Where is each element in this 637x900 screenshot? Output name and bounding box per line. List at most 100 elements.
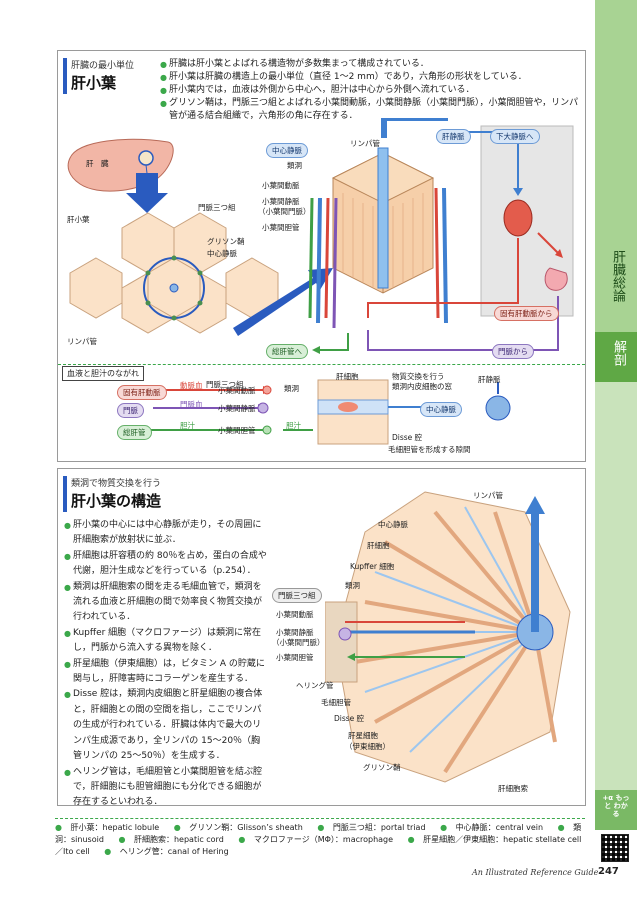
qr-code-icon[interactable] xyxy=(601,834,629,862)
flow-sinusoid-label: 類洞 xyxy=(284,384,299,393)
s2-artery-label: 小葉間動脈 xyxy=(276,610,314,619)
flow-portal-blood: 門脈血 xyxy=(180,400,203,409)
heart-icon xyxy=(503,199,533,237)
sidebar-tab-lower xyxy=(595,382,637,790)
glossary-item: ● 肝細胞索：hepatic cord xyxy=(118,835,224,844)
common-duct-pill: 総肝管へ xyxy=(266,344,308,359)
ivc-pill: 下大静脈へ xyxy=(490,129,540,144)
flow-hepatic-vein: 肝静脈 xyxy=(478,375,501,384)
glossary: ● 肝小葉：hepatic lobule ● グリソン鞘：Glisson’s s… xyxy=(55,822,585,858)
section1-tag: 肝臓の最小単位 xyxy=(71,61,135,71)
flow-window-label-2: 類洞内皮細胞の窓 xyxy=(392,382,452,391)
s2-cord-label: 肝細胞索 xyxy=(498,784,528,793)
section1-bullets: 肝臓は肝小葉とよばれる構造物が多数集まって構成されている． 肝小葉は肝臓の構造上… xyxy=(160,58,580,123)
liver-zoom-circle xyxy=(138,150,154,166)
page-number: 247 xyxy=(598,866,619,877)
s2-hepatocyte-label: 肝細胞 xyxy=(367,541,390,550)
more-info-badge[interactable]: +α もっと わかる xyxy=(602,794,630,818)
portal-triad-box xyxy=(325,601,358,683)
glossary-item: ● 中心静脈：central vein xyxy=(440,823,544,832)
s2-lymph-label: リンパ管 xyxy=(473,491,503,500)
sidebar-tab-active[interactable] xyxy=(595,332,637,382)
list-item: 肝臓は肝小葉とよばれる構造物が多数集まって構成されている． xyxy=(160,58,580,71)
hepatic-artery-from-pill: 固有肝動脈から xyxy=(494,306,559,321)
liver-label: 肝 臓 xyxy=(86,159,109,168)
s2-vein-alt-label: （小葉間門脈） xyxy=(272,638,325,647)
bile-duct-label: 小葉間胆管 xyxy=(262,223,300,232)
glossary-item: ● 類洞：sinusoid xyxy=(55,823,582,844)
hepatic-vein-pill: 肝静脈 xyxy=(436,129,471,144)
lobule-3d-block xyxy=(308,118,448,329)
s2-vein-label: 小葉間静脈 xyxy=(276,628,314,637)
glossary-item: ● 肝星細胞／伊東細胞：hepatic stellate cell／Ito ce… xyxy=(55,835,582,856)
magnify-arrow xyxy=(233,268,333,336)
sidebar-subsection-label[interactable]: 解剖 xyxy=(611,340,626,366)
flow-divider xyxy=(58,364,585,365)
hepatic-vein-tube xyxy=(381,118,448,138)
flow-disse-label: Disse 腔 xyxy=(392,433,423,442)
glossary-item: ● グリソン鞘：Glisson’s sheath xyxy=(173,823,303,832)
s2-disse-label: Disse 腔 xyxy=(334,714,365,723)
list-item: 肝細胞は肝容積の約 80％を占め，蛋白の合成や代謝，胆汁生成などを行っている（p… xyxy=(64,549,268,580)
sinusoid-label: 類洞 xyxy=(287,161,302,170)
flow-bile-duct-label: 小葉間胆管 xyxy=(218,426,256,435)
list-item: グリソン鞘は，門脈三つ組とよばれる小葉間動脈，小葉間静脈（小葉間門脈），小葉間胆… xyxy=(160,97,580,123)
sidebar-section-label[interactable]: 肝臓総論 xyxy=(610,250,625,302)
glossary-divider xyxy=(55,818,585,819)
list-item: 肝小葉の中心には中心静脈が走り，その周囲に肝細胞索が放射状に並ぶ． xyxy=(64,518,268,549)
flow-vein-label: 小葉間静脈 xyxy=(218,404,256,413)
book-title: An Illustrated Reference Guide xyxy=(472,868,599,877)
list-item: 肝小葉内では，血液は外側から中心へ，胆汁は中心から外側へ流れている． xyxy=(160,84,580,97)
flow-heading: 血液と胆汁のながれ xyxy=(62,366,144,381)
s2-bile-duct-label: 小葉間胆管 xyxy=(276,653,314,662)
hexagon-cluster xyxy=(69,212,279,334)
list-item: 肝星細胞（伊東細胞）は，ビタミン A の貯蔵に関与し，肝障害時にコラーゲンを産生… xyxy=(64,657,268,688)
flow-bile: 胆汁 xyxy=(180,421,195,430)
section2-tag: 類洞で物質交換を行う xyxy=(71,479,162,489)
s2-sinusoid-label: 類洞 xyxy=(345,581,360,590)
zoom-down-arrow xyxy=(126,173,168,213)
flow-canaliculus-label: 毛細胆管を形成する隙間 xyxy=(388,445,471,454)
flow-window-label-1: 物質交換を行う xyxy=(392,372,445,381)
title-bar-accent xyxy=(63,58,67,94)
flow-portal-triad-label: 門脈三つ組 xyxy=(206,380,244,389)
list-item: Disse 腔は，類洞内皮細胞と肝星細胞の複合体と，肝細胞との間の空間を指し，こ… xyxy=(64,687,268,764)
intestine-icon xyxy=(544,267,568,291)
glisson-label: グリソン鞘 xyxy=(207,237,245,246)
glossary-item: ● ヘリング管：canal of Hering xyxy=(104,847,229,856)
title-bar-accent-2 xyxy=(63,476,67,512)
section2-title: 肝小葉の構造 xyxy=(71,492,162,510)
list-item: ヘリング管は，毛細胆管と小葉間胆管を結ぶ腔で，肝細胞にも胆管細胞にも分化できる細… xyxy=(64,765,268,811)
s2-hering-label: ヘリング管 xyxy=(296,681,334,690)
flow-central-vein: 中心静脈 xyxy=(420,402,462,417)
s2-central-vein-label: 中心静脈 xyxy=(378,520,408,529)
up-arrow xyxy=(525,496,545,514)
list-item: 類洞は肝細胞索の間を走る毛細血管で，類洞を流れる血液と肝細胞の間で効率良く物質交… xyxy=(64,580,268,626)
glossary-item: ● マクロファージ（MΦ）：macrophage xyxy=(238,835,394,844)
sidebar-tab-top xyxy=(595,0,637,332)
portal-triad-label: 門脈三つ組 xyxy=(198,203,236,212)
central-vein-column xyxy=(377,147,389,289)
s2-canaliculus-label: 毛細胆管 xyxy=(321,698,351,707)
flow-artery-label: 小葉間動脈 xyxy=(218,386,256,395)
flow-common-duct: 総肝管 xyxy=(117,425,152,440)
lymph-top-label: リンパ管 xyxy=(350,139,380,148)
s2-stellate-label: 肝星細胞 xyxy=(348,731,378,740)
portal-triad-dots xyxy=(145,255,203,321)
flow-portal-vein: 門脈 xyxy=(117,403,144,418)
s2-stellate-alt-label: （伊東細胞） xyxy=(345,742,390,751)
flow-proper-artery: 固有肝動脈 xyxy=(117,385,167,400)
lobule-label: 肝小葉 xyxy=(67,215,90,224)
list-item: Kupffer 細胞（マクロファージ）は類洞に常在し，門脈から流入する異物を除く… xyxy=(64,626,268,657)
vein-label: 小葉間静脈 xyxy=(262,197,300,206)
section2-bullets: 肝小葉の中心には中心静脈が走り，その周囲に肝細胞索が放射状に並ぶ． 肝細胞は肝容… xyxy=(64,518,268,811)
flow-hepatocyte-label: 肝細胞 xyxy=(336,372,359,381)
central-vein-small-label: 中心静脈 xyxy=(207,249,237,258)
flow-artery-blood: 動脈血 xyxy=(180,381,203,390)
portal-from-pill: 門脈から xyxy=(492,344,534,359)
glossary-item: ● 門脈三つ組：portal triad xyxy=(317,823,426,832)
flow-bile-2: 胆汁 xyxy=(286,421,301,430)
glossary-item: ● 肝小葉：hepatic lobule xyxy=(55,823,160,832)
list-item: 肝小葉は肝臓の構造上の最小単位（直径 1～2 mm）であり，六角形の形状をしてい… xyxy=(160,71,580,84)
central-vein-pill: 中心静脈 xyxy=(266,143,308,158)
